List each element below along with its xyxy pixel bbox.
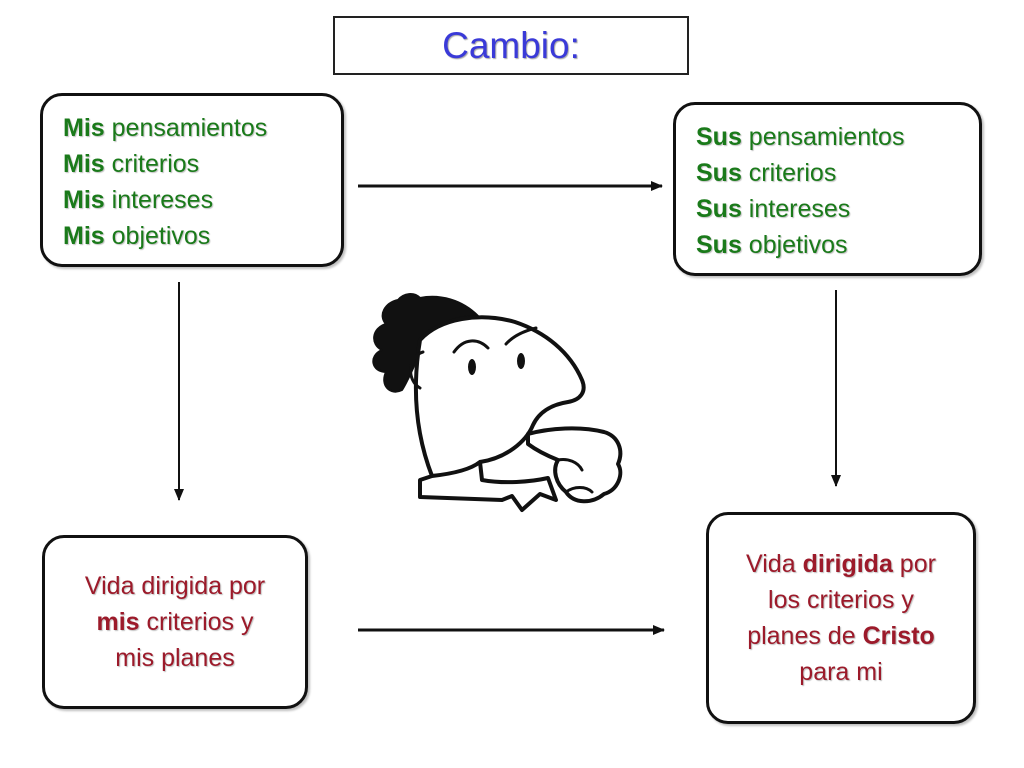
paragraph-vida-cristo: Vida dirigida por los criterios y planes… xyxy=(746,550,936,686)
list-item: Sus intereses xyxy=(696,195,851,223)
list-item: Sus pensamientos xyxy=(696,123,905,151)
paragraph-vida-mis: Vida dirigida por mis criterios y mis pl… xyxy=(84,572,266,672)
box-mis: Mis pensamientos Mis criterios Mis inter… xyxy=(40,93,344,267)
list-item: Mis objetivos xyxy=(63,222,211,250)
box-vida-cristo: Vida dirigida por los criterios y planes… xyxy=(706,512,976,724)
title-box: Cambio: xyxy=(333,16,689,75)
list-item: Sus objetivos xyxy=(696,231,848,259)
box-vida-mis: Vida dirigida por mis criterios y mis pl… xyxy=(42,535,308,709)
list-item: Sus criterios xyxy=(696,159,837,187)
thinking-man-icon xyxy=(372,293,623,512)
page-title: Cambio: xyxy=(442,24,580,66)
list-item: Mis criterios xyxy=(63,150,200,178)
box-sus: Sus pensamientos Sus criterios Sus inter… xyxy=(673,102,982,276)
list-item: Mis pensamientos xyxy=(63,114,268,142)
list-item: Mis intereses xyxy=(63,186,214,214)
